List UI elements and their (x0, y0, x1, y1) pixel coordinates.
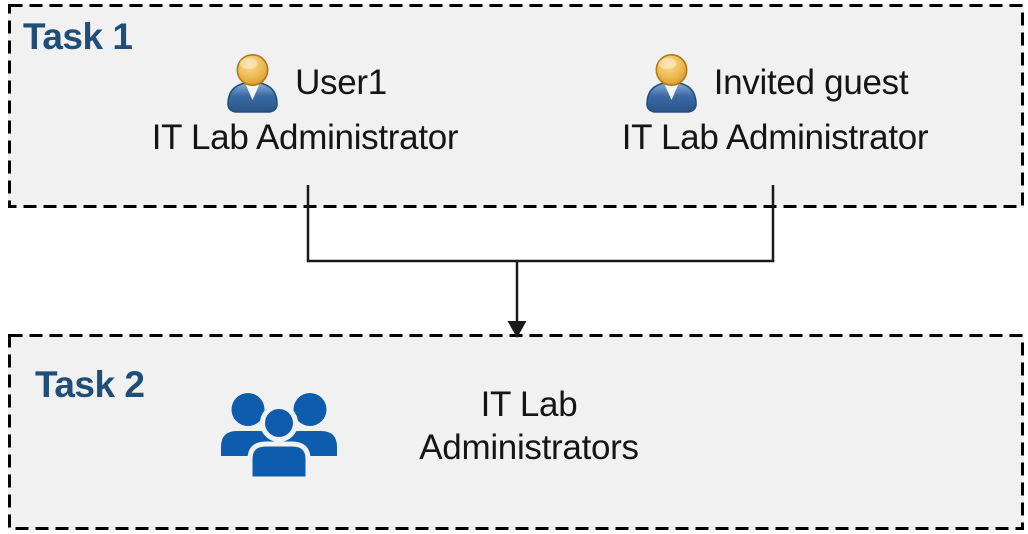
group-name-line2: Administrators (419, 427, 639, 467)
guest-row: Invited guest (642, 52, 909, 114)
user1-row: User1 (223, 52, 387, 114)
user-node-invited-guest: Invited guest IT Lab Administrator (545, 52, 1005, 161)
person-icon (227, 53, 278, 113)
guest-role: IT Lab Administrator (621, 118, 929, 157)
user1-role: IT Lab Administrator (151, 118, 459, 157)
task2-label: Task 2 (35, 364, 145, 405)
user1-name: User1 (295, 63, 387, 102)
group-name: IT Lab Administrators (344, 384, 714, 469)
group-name-line1: IT Lab (480, 385, 578, 424)
guest-name: Invited guest (713, 63, 909, 102)
task2-box: Task 2 IT Lab Administrators (8, 334, 1024, 530)
task1-box: Task 1 (8, 4, 1024, 208)
user-node-user1: User1 IT Lab Administrator (75, 52, 535, 161)
person-icon (645, 53, 697, 113)
people-group-icon (221, 393, 337, 482)
